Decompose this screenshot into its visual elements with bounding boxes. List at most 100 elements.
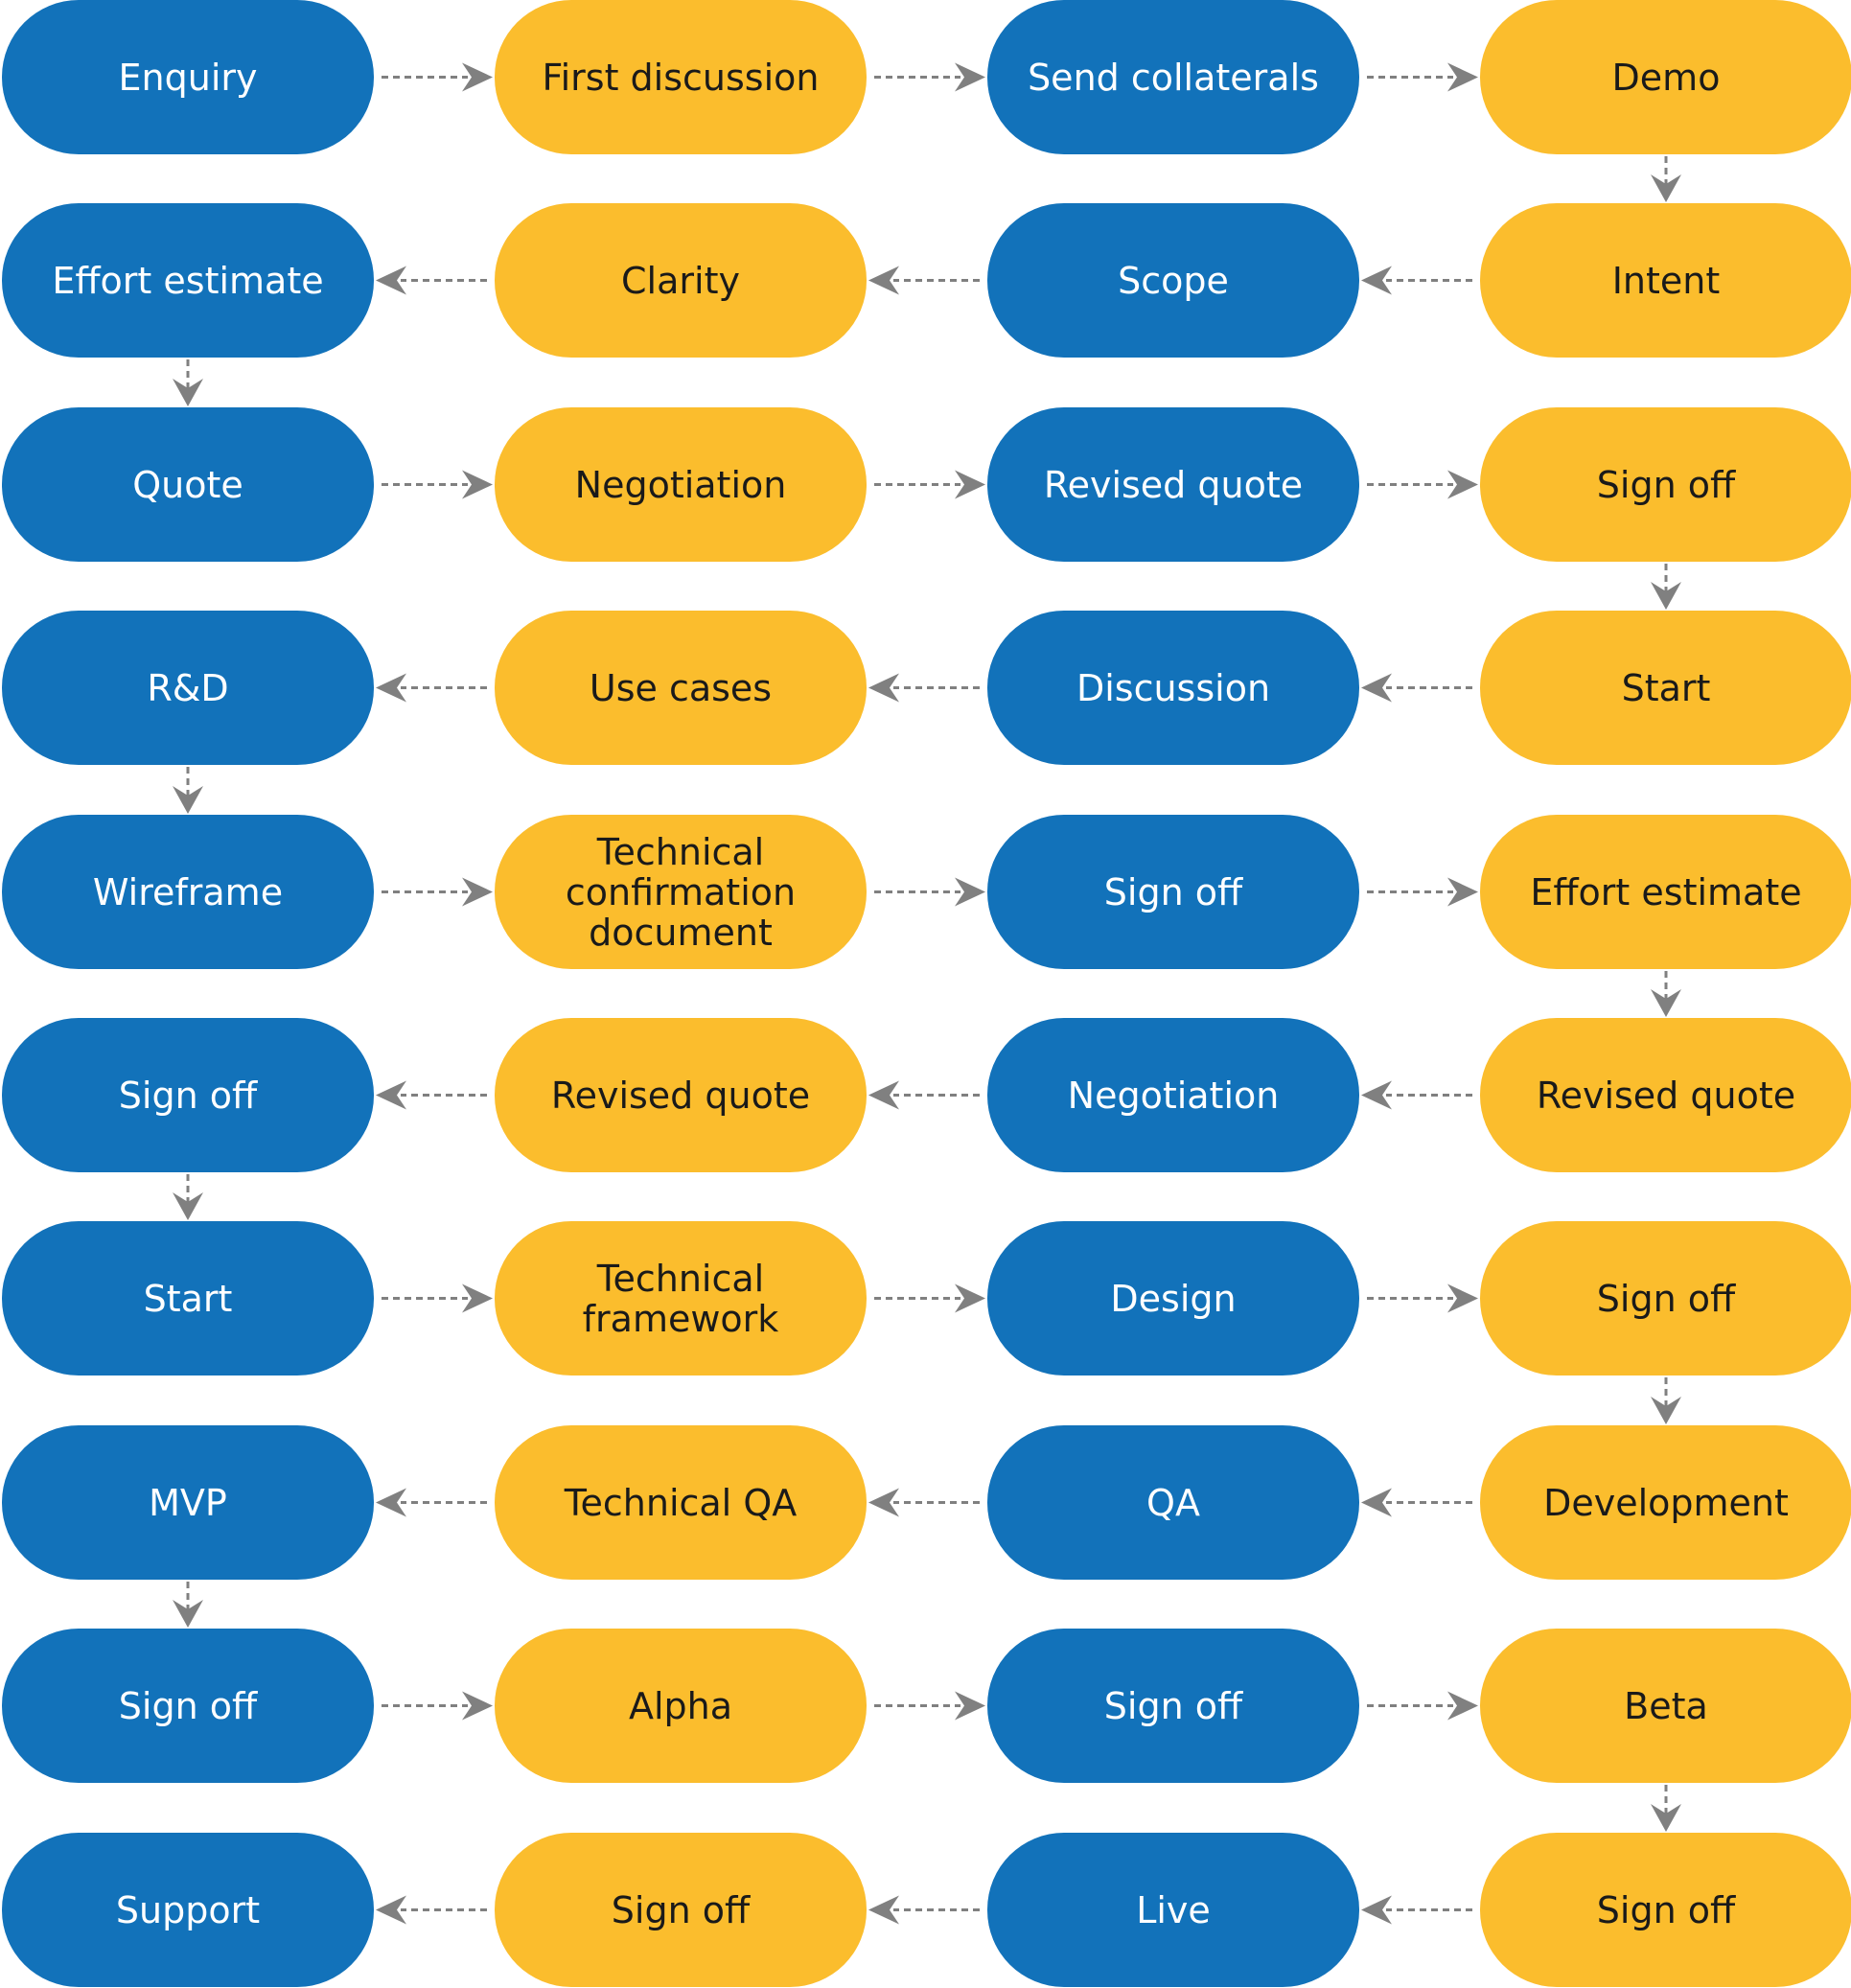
step-sign-off: Sign off (1480, 407, 1851, 562)
step-qa: QA (987, 1425, 1359, 1580)
arrow-right-icon (1447, 1691, 1478, 1721)
step-label: Wireframe (92, 870, 284, 913)
step-label: Revised quote (550, 1074, 811, 1117)
arrow-right-icon (1447, 877, 1478, 907)
step-label: Discussion (1076, 666, 1271, 709)
arrow-left-icon (868, 266, 899, 295)
step-label: Technical framework (582, 1257, 779, 1340)
step-start: Start (1480, 611, 1851, 765)
arrow-down-icon (173, 1192, 203, 1220)
arrow-right-icon (462, 470, 493, 499)
arrow-left-icon (868, 1895, 899, 1925)
step-demo: Demo (1480, 0, 1851, 154)
arrow-right-icon (955, 470, 985, 499)
arrow-left-icon (1361, 1488, 1392, 1517)
step-label: Send collaterals (1028, 56, 1319, 99)
arrow-down-icon (173, 1600, 203, 1628)
arrow-right-icon (462, 1691, 493, 1721)
arrow-left-icon (868, 673, 899, 703)
arrow-left-icon (868, 1080, 899, 1110)
step-label: Sign off (118, 1074, 258, 1117)
arrow-down-icon (1651, 174, 1681, 202)
step-beta: Beta (1480, 1629, 1851, 1783)
step-revised-quote: Revised quote (987, 407, 1359, 562)
step-label: MVP (149, 1481, 227, 1524)
step-label: Technical QA (564, 1481, 798, 1524)
step-sign-off: Sign off (1480, 1221, 1851, 1375)
step-alpha: Alpha (495, 1629, 867, 1783)
arrow-down-icon (1651, 582, 1681, 610)
arrow-left-icon (376, 1488, 406, 1517)
step-use-cases: Use cases (495, 611, 867, 765)
arrow-down-icon (173, 786, 203, 814)
step-label: Live (1136, 1888, 1211, 1931)
step-quote: Quote (2, 407, 374, 562)
step-label: Technical confirmation document (565, 830, 797, 954)
step-sign-off: Sign off (2, 1018, 374, 1172)
step-start: Start (2, 1221, 374, 1375)
arrow-left-icon (376, 1080, 406, 1110)
arrow-right-icon (1447, 470, 1478, 499)
arrow-left-icon (1361, 1080, 1392, 1110)
step-development: Development (1480, 1425, 1851, 1580)
arrow-down-icon (173, 379, 203, 406)
step-label: Development (1543, 1481, 1789, 1524)
step-label: Negotiation (574, 463, 787, 506)
arrow-down-icon (1651, 1397, 1681, 1424)
arrow-left-icon (376, 1895, 406, 1925)
step-label: Revised quote (1536, 1074, 1796, 1117)
arrow-right-icon (462, 877, 493, 907)
step-effort-estimate: Effort estimate (2, 203, 374, 358)
step-live: Live (987, 1833, 1359, 1987)
step-label: Effort estimate (52, 259, 324, 302)
arrow-left-icon (1361, 673, 1392, 703)
arrow-left-icon (376, 673, 406, 703)
step-label: Support (115, 1888, 261, 1931)
step-label: Sign off (118, 1684, 258, 1727)
step-label: Sign off (1596, 463, 1736, 506)
step-label: Negotiation (1067, 1074, 1280, 1117)
step-revised-quote: Revised quote (495, 1018, 867, 1172)
step-label: R&D (147, 666, 229, 709)
step-technical-framework: Technical framework (495, 1221, 867, 1375)
step-label: First discussion (542, 56, 820, 99)
step-effort-estimate: Effort estimate (1480, 815, 1851, 969)
arrow-right-icon (1447, 62, 1478, 92)
arrow-right-icon (462, 62, 493, 92)
step-label: Use cases (589, 666, 773, 709)
step-label: Quote (132, 463, 243, 506)
step-sign-off: Sign off (987, 815, 1359, 969)
step-label: Sign off (611, 1888, 751, 1931)
step-label: Intent (1611, 259, 1721, 302)
arrow-left-icon (868, 1488, 899, 1517)
step-label: Sign off (1596, 1277, 1736, 1320)
step-randd: R&D (2, 611, 374, 765)
step-clarity: Clarity (495, 203, 867, 358)
step-label: Start (143, 1277, 233, 1320)
step-discussion: Discussion (987, 611, 1359, 765)
arrow-left-icon (1361, 266, 1392, 295)
step-first-discussion: First discussion (495, 0, 867, 154)
step-sign-off: Sign off (987, 1629, 1359, 1783)
step-technical-qa: Technical QA (495, 1425, 867, 1580)
step-negotiation: Negotiation (495, 407, 867, 562)
step-label: QA (1146, 1481, 1200, 1524)
step-enquiry: Enquiry (2, 0, 374, 154)
step-wireframe: Wireframe (2, 815, 374, 969)
step-support: Support (2, 1833, 374, 1987)
arrow-right-icon (1447, 1283, 1478, 1313)
arrow-right-icon (955, 1691, 985, 1721)
step-negotiation: Negotiation (987, 1018, 1359, 1172)
arrow-down-icon (1651, 989, 1681, 1017)
step-label: Sign off (1103, 1684, 1243, 1727)
step-label: Sign off (1103, 870, 1243, 913)
step-label: Effort estimate (1530, 870, 1802, 913)
step-scope: Scope (987, 203, 1359, 358)
step-label: Clarity (621, 259, 740, 302)
arrow-left-icon (376, 266, 406, 295)
arrow-right-icon (955, 877, 985, 907)
step-label: Beta (1624, 1684, 1708, 1727)
step-label: Start (1621, 666, 1711, 709)
step-label: Enquiry (118, 56, 258, 99)
